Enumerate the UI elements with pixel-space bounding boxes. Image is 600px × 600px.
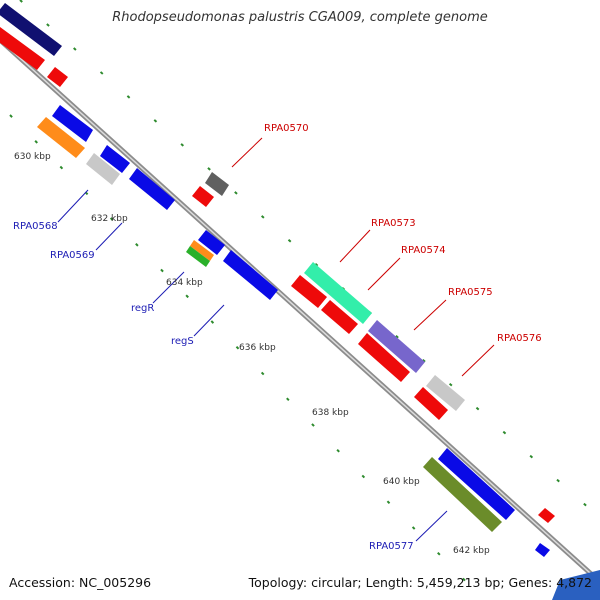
reverse-strand-genes: [0, 27, 555, 523]
accession-text: Accession: NC_005296: [9, 575, 152, 590]
gene-label[interactable]: RPA0576: [497, 333, 542, 344]
gene-label[interactable]: RPA0574: [401, 245, 446, 256]
gene-blue[interactable]: [100, 145, 130, 173]
tick-track-outer: [19, 0, 600, 519]
gene-red[interactable]: [321, 300, 358, 334]
gene-label[interactable]: regR: [131, 303, 154, 314]
kbp-label: 630 kbp: [14, 152, 51, 162]
map-title: Rhodopseudomonas palustris CGA009, compl…: [112, 10, 488, 25]
kbp-label: 642 kbp: [453, 546, 490, 556]
gene-red-small[interactable]: [538, 508, 555, 523]
gene-labels-blue: RPA0568 RPA0569 regR regS RPA0577: [13, 221, 414, 552]
gene-red[interactable]: [0, 27, 45, 70]
gene-orange-small[interactable]: [190, 240, 214, 261]
callout-lines: [57, 137, 495, 542]
gene-red[interactable]: [358, 333, 410, 382]
gene-red[interactable]: [47, 67, 68, 87]
genome-summary-text: Topology: circular; Length: 5,459,213 bp…: [248, 575, 592, 590]
gene-label[interactable]: RPA0573: [371, 218, 416, 229]
gene-label[interactable]: RPA0575: [448, 287, 493, 298]
gene-green-small[interactable]: [186, 246, 210, 267]
gene-blue-edge[interactable]: [552, 570, 600, 600]
gene-label[interactable]: RPA0577: [369, 541, 414, 552]
gene-label[interactable]: RPA0568: [13, 221, 58, 232]
gene-labels-red: RPA0570 RPA0573 RPA0574 RPA0575 RPA0576: [264, 123, 542, 344]
gene-blue-small[interactable]: [535, 543, 550, 557]
kbp-label: 638 kbp: [312, 408, 349, 418]
gene-label[interactable]: RPA0569: [50, 250, 95, 261]
gene-blue[interactable]: [438, 448, 515, 520]
gene-blue[interactable]: [129, 168, 175, 210]
gene-blue[interactable]: [52, 105, 93, 142]
forward-strand-genes: [0, 3, 600, 600]
gene-dark-gray[interactable]: [205, 172, 229, 196]
kbp-label: 634 kbp: [166, 278, 203, 288]
kbp-scale-labels: 630 kbp 632 kbp 634 kbp 636 kbp 638 kbp …: [14, 152, 490, 556]
kbp-label: 632 kbp: [91, 214, 128, 224]
kbp-label: 636 kbp: [239, 343, 276, 353]
gene-light-gray[interactable]: [426, 375, 465, 411]
gene-red[interactable]: [291, 275, 327, 308]
gene-light-gray[interactable]: [86, 153, 120, 185]
gene-red[interactable]: [414, 387, 448, 420]
gene-red[interactable]: [192, 186, 214, 207]
kbp-label: 640 kbp: [383, 477, 420, 487]
gene-label[interactable]: regS: [171, 336, 194, 347]
gene-blue[interactable]: [223, 250, 278, 300]
gene-label[interactable]: RPA0570: [264, 123, 309, 134]
gene-aqua[interactable]: [304, 262, 372, 324]
upper-gene-blocks: [37, 117, 502, 532]
gene-orange[interactable]: [37, 117, 85, 158]
gene-purple[interactable]: [368, 320, 425, 373]
tick-tracks: [9, 0, 600, 600]
gene-blue[interactable]: [198, 230, 225, 255]
gene-olive[interactable]: [423, 457, 502, 532]
gene-dark-navy[interactable]: [0, 3, 62, 56]
genome-backbone: [0, 38, 600, 584]
